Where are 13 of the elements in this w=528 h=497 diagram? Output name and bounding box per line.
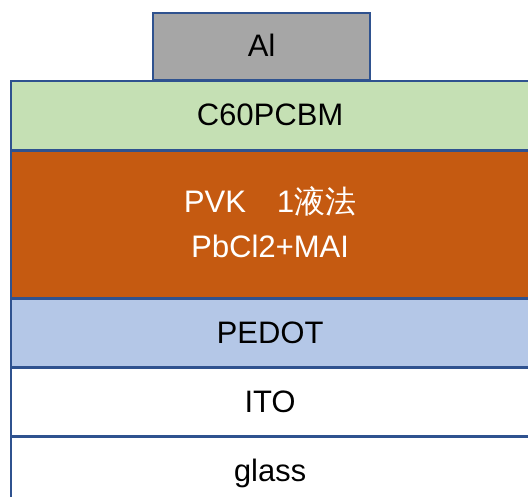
transport-layer (10, 298, 528, 368)
layer-label: ITO (244, 382, 296, 421)
transport-layer (10, 80, 528, 151)
electrode-layer (152, 12, 371, 81)
layer-label: PbCl2+MAI (191, 228, 349, 266)
perovskite-layer (10, 150, 528, 299)
electrode-layer (10, 367, 528, 437)
layer-label: PVK 1液法 (184, 182, 356, 221)
layer-label: glass (234, 452, 306, 490)
layer-label: C60PCBM (196, 96, 344, 134)
layer-label: PEDOT (216, 314, 324, 352)
substrate-layer (10, 436, 528, 497)
layer-label: Al (248, 27, 276, 66)
